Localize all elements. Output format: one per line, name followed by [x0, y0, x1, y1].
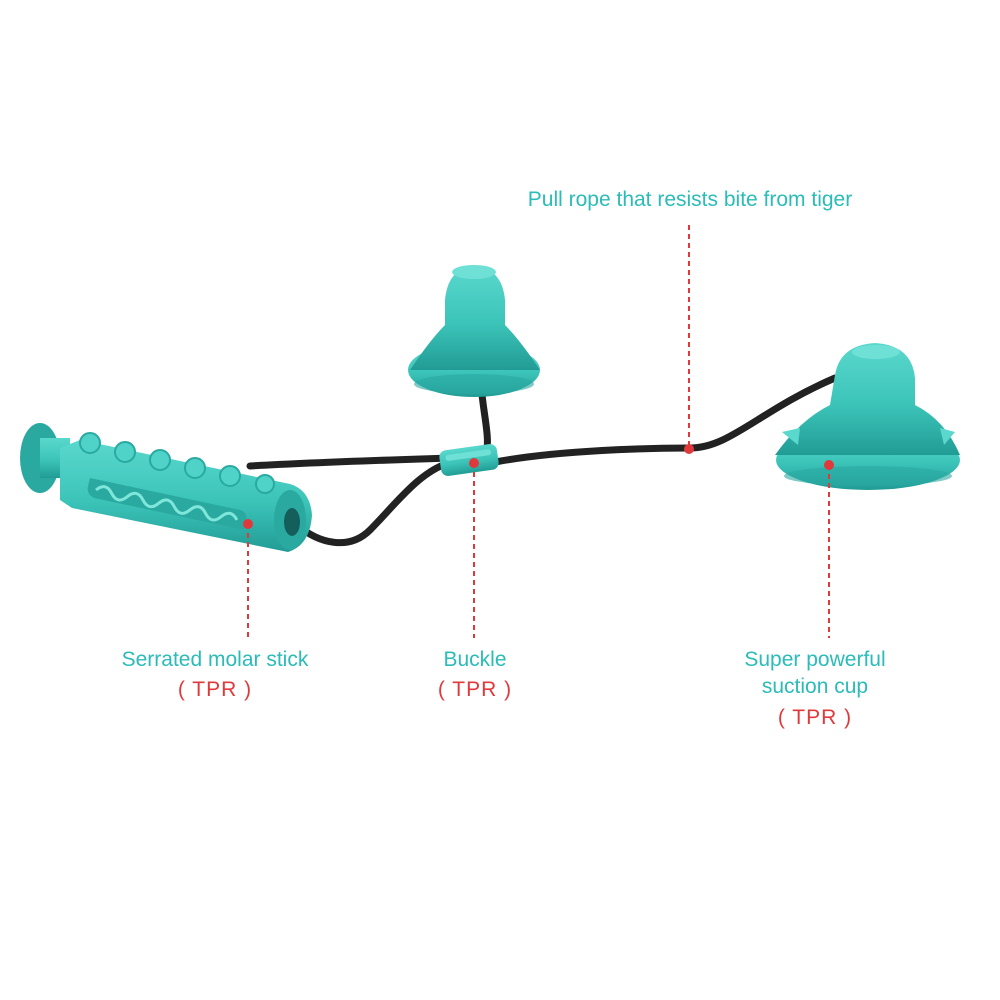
stick-dot: [243, 519, 253, 529]
rope-dot: [684, 444, 694, 454]
cup-material: ( TPR ): [777, 706, 853, 729]
buckle: [439, 443, 499, 477]
rope-label: Pull rope that resists bite from tiger: [527, 188, 853, 211]
rope-stick-segment: [292, 458, 456, 547]
cup-label-line2: suction cup: [761, 675, 869, 698]
stick-material: ( TPR ): [177, 678, 253, 701]
stick-label: Serrated molar stick: [121, 648, 309, 671]
cup-dot: [824, 460, 834, 470]
cup-label-line1: Super powerful: [744, 648, 886, 671]
buckle-dot: [469, 458, 479, 468]
pull-rope: [246, 311, 839, 547]
small-suction-cup: [408, 265, 540, 397]
leader-dots: [243, 444, 834, 529]
molar-stick: [20, 423, 312, 552]
buckle-label: Buckle: [443, 648, 507, 671]
rope-back-segment: [246, 454, 454, 470]
buckle-material: ( TPR ): [437, 678, 513, 701]
leader-lines: [247, 225, 830, 638]
large-suction-cup: [775, 343, 960, 490]
